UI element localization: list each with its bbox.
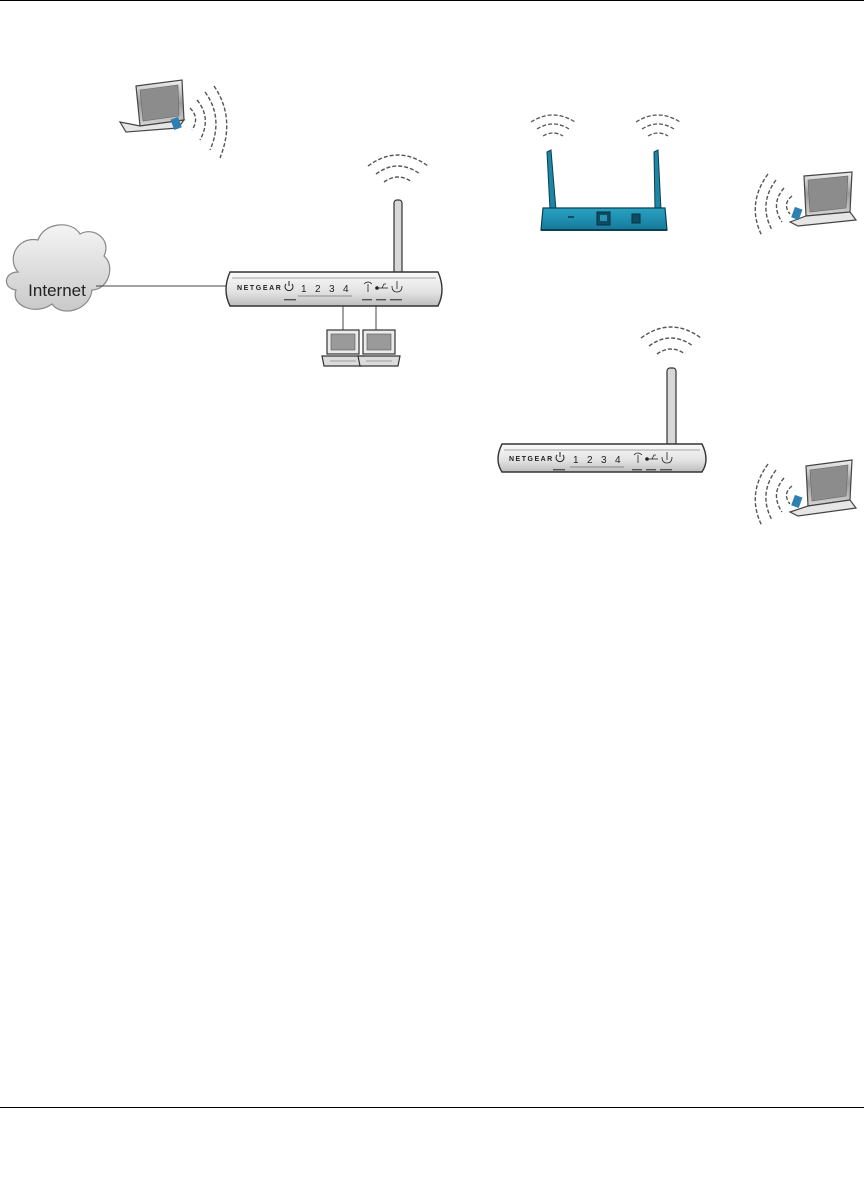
laptop-top-left — [120, 80, 227, 158]
router-main-waves-icon — [368, 155, 428, 182]
router-secondary-port-1: 1 — [573, 455, 579, 466]
laptop-right-top — [755, 172, 856, 236]
router-secondary-port-4: 4 — [615, 455, 621, 466]
router-secondary-brand: NETGEAR — [509, 456, 554, 463]
router-secondary: NETGEAR 1 2 3 4 — [498, 327, 706, 472]
laptop-right-bottom-waves-icon — [755, 464, 792, 526]
router-secondary-port-3: 3 — [601, 455, 607, 466]
desktop-computer-1 — [322, 330, 364, 366]
router-main: NETGEAR 1 2 3 4 — [226, 155, 442, 306]
access-point-waves-left-icon — [531, 115, 575, 136]
wireless-waves-icon — [190, 86, 227, 158]
laptop-right-top-waves-icon — [755, 174, 792, 236]
router-secondary-port-2: 2 — [587, 455, 593, 466]
internet-cloud: Internet — [6, 225, 109, 311]
access-point-power-port — [632, 214, 640, 223]
router-secondary-antenna — [667, 368, 676, 450]
laptop-right-bottom — [755, 460, 856, 526]
bottom-rule — [0, 1107, 864, 1108]
access-point-waves-right-icon — [636, 115, 680, 136]
internet-label: Internet — [28, 281, 86, 300]
router-main-brand: NETGEAR — [237, 285, 282, 292]
wireless-card-right-bottom — [791, 495, 802, 508]
router-main-port-2: 2 — [315, 284, 321, 295]
router-main-port-1: 1 — [301, 284, 307, 295]
desktop-computer-2 — [358, 330, 400, 366]
router-main-port-3: 3 — [329, 284, 335, 295]
router-secondary-waves-icon — [641, 327, 701, 354]
access-point — [531, 115, 680, 230]
router-main-port-4: 4 — [343, 284, 349, 295]
router-main-antenna — [394, 200, 402, 278]
